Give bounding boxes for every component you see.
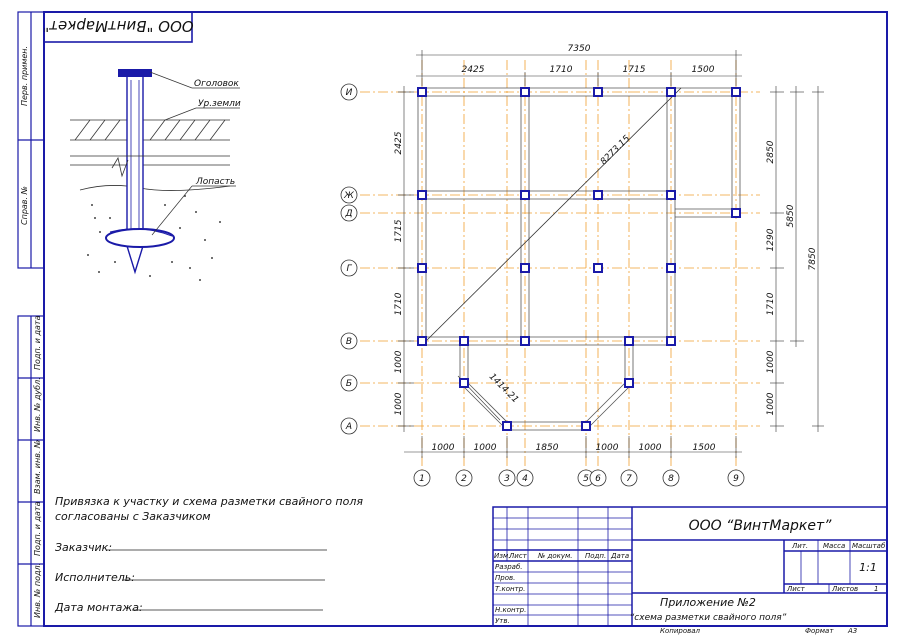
label-ur-zemli: Ур.земли xyxy=(198,99,241,109)
th-list-sheet: Лист xyxy=(786,585,806,593)
col-label-1: 1 xyxy=(419,474,425,484)
app-subtitle: “схема разметки свайного поля” xyxy=(630,613,787,623)
row-label-a: А xyxy=(345,422,352,432)
dim-left-5: 1000 xyxy=(394,392,404,415)
dim-top-2: 1710 xyxy=(550,65,573,75)
dim-left-2: 1715 xyxy=(394,219,404,242)
side-label-podp2: Подп. и дата xyxy=(33,501,42,556)
footer-format-label: Формат xyxy=(805,627,834,635)
dim-bottom-6: 1500 xyxy=(693,443,716,453)
row-tkontr: Т.контр. xyxy=(495,585,525,593)
row-bubbles xyxy=(340,83,358,435)
col-label-9: 9 xyxy=(733,474,739,484)
top-stamp-text: ООО "ВинтМаркет" xyxy=(42,17,193,35)
row-label-v: В xyxy=(346,337,352,347)
row-razrab: Разраб. xyxy=(495,563,523,571)
dim-right-5: 1000 xyxy=(766,392,776,415)
dimension-lines xyxy=(398,50,824,458)
side-label-inv-dubl: Инв. № дубл. xyxy=(33,377,42,432)
th-masshtab: Масштаб xyxy=(852,542,886,550)
dim-bottom-4: 1000 xyxy=(596,443,619,453)
listov-value: 1 xyxy=(874,585,878,593)
col-label-6: 6 xyxy=(595,474,601,484)
dim-right-2: 1290 xyxy=(766,228,776,251)
column-bubbles xyxy=(413,469,745,487)
col-label-3: 3 xyxy=(504,474,510,484)
dim-right-total-2: 7850 xyxy=(808,247,818,270)
dim-left-3: 1710 xyxy=(394,292,404,315)
side-label-podp1: Подп. и дата xyxy=(33,315,42,370)
th-izm: Изм. xyxy=(494,552,510,560)
dim-total-top: 7350 xyxy=(568,44,591,54)
col-label-7: 7 xyxy=(626,474,632,484)
th-data: Дата xyxy=(610,552,629,560)
th-massa: Масса xyxy=(823,542,845,550)
th-podp: Подп. xyxy=(585,552,606,560)
side-label-perv: Перв. примен. xyxy=(20,46,29,106)
agreement-line-1: Привязка к участку и схема разметки свай… xyxy=(55,495,363,508)
dim-right-4: 1000 xyxy=(766,350,776,373)
title-company: ООО “ВинтМаркет” xyxy=(689,518,833,534)
dim-top-1: 2425 xyxy=(462,65,485,75)
col-label-5: 5 xyxy=(583,474,589,484)
row-utv: Утв. xyxy=(495,617,510,625)
dim-bottom-2: 1000 xyxy=(474,443,497,453)
footer-kopiroval: Копировал xyxy=(660,627,701,635)
dim-right-3: 1710 xyxy=(766,292,776,315)
top-stamp: ООО "ВинтМаркет" xyxy=(42,17,193,35)
dim-left-4: 1000 xyxy=(394,350,404,373)
axis-lines xyxy=(360,60,760,470)
footer-format-value: А3 xyxy=(847,627,857,635)
dim-right-1: 2850 xyxy=(766,140,776,163)
pile-plan: 7350 2425 1710 1715 1500 1000 1000 1850 … xyxy=(340,44,824,487)
dim-diagonal-2: 1414.21 xyxy=(487,372,520,405)
th-lit: Лит. xyxy=(791,542,808,550)
row-prov: Пров. xyxy=(495,574,515,582)
th-listov: Листов xyxy=(831,585,858,593)
dim-bottom-1: 1000 xyxy=(432,443,455,453)
col-label-2: 2 xyxy=(461,474,467,484)
screw-pile-illustration xyxy=(70,69,240,281)
row-nkontr: Н.контр. xyxy=(495,606,526,614)
row-label-i: И xyxy=(346,88,353,98)
row-label-d: Д xyxy=(344,209,352,219)
dim-bottom-5: 1000 xyxy=(639,443,662,453)
dim-top-3: 1715 xyxy=(623,65,646,75)
dim-top-4: 1500 xyxy=(692,65,715,75)
dim-right-total-1: 5850 xyxy=(786,204,796,227)
row-label-b: Б xyxy=(346,379,352,389)
th-doc: № докум. xyxy=(537,552,573,560)
dim-left-1: 2425 xyxy=(394,131,404,154)
row-label-zh: Ж xyxy=(343,191,354,201)
dim-diagonal: 8273.15 xyxy=(599,134,633,168)
field-zakazchik-label: Заказчик: xyxy=(55,541,112,554)
dim-bottom-3: 1850 xyxy=(536,443,559,453)
piles xyxy=(417,87,741,431)
row-label-g: Г xyxy=(346,264,352,274)
label-lopast: Лопасть xyxy=(195,177,235,187)
grillage-beams xyxy=(417,87,741,431)
side-label-sprav: Справ. № xyxy=(20,186,29,225)
col-label-4: 4 xyxy=(522,474,528,484)
scale-value: 1:1 xyxy=(859,561,877,574)
field-ispolnitel-label: Исполнитель: xyxy=(55,571,135,584)
agreement-line-2: согласованы с Заказчиком xyxy=(55,510,211,523)
side-label-vzam: Взам. инв. № xyxy=(33,440,42,494)
col-label-8: 8 xyxy=(668,474,674,484)
side-label-inv-podl: Инв. № подл. xyxy=(33,563,42,618)
label-ogolovok: Оголовок xyxy=(194,79,239,89)
th-list: Лист xyxy=(508,552,528,560)
side-strip xyxy=(17,11,45,627)
field-data-montazha-label: Дата монтажа: xyxy=(54,601,143,614)
app-title: Приложение №2 xyxy=(660,596,756,609)
title-block: ООО “ВинтМаркет” Изм. Лист № докум. Подп… xyxy=(492,506,888,635)
